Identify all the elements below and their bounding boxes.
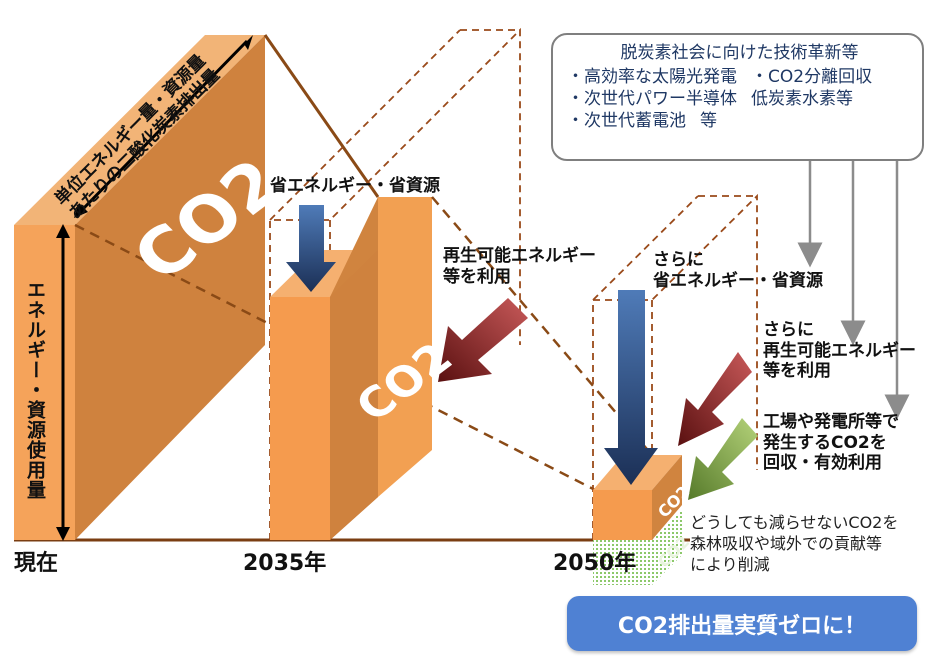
label-2035: 2035年 bbox=[243, 551, 327, 576]
tech-item: ・CO2分離回収 bbox=[751, 67, 873, 88]
note-line: 森林吸収や域外での貢献等 bbox=[690, 533, 883, 553]
current-box bbox=[14, 35, 265, 540]
net-zero-banner: CO2排出量実質ゼロに！ bbox=[567, 596, 917, 651]
callout-line: 回収・有効利用 bbox=[763, 453, 882, 474]
callout-line: さらに bbox=[653, 250, 704, 270]
callout-line: 等を利用 bbox=[443, 266, 511, 287]
callout-energy-saving-2050: さらに 省エネルギー・省資源 bbox=[653, 250, 823, 291]
red-arrow-2050 bbox=[678, 352, 752, 446]
box-2035 bbox=[269, 27, 521, 540]
callout-renewable-2050: さらに 再生可能エネルギー 等を利用 bbox=[763, 320, 916, 382]
callout-line: 工場や発電所等で bbox=[763, 412, 899, 432]
callout-line: 発生するCO2を bbox=[763, 432, 887, 453]
tech-item: ・高効率な太陽光発電 bbox=[567, 67, 737, 88]
blue-arrow-2050 bbox=[604, 290, 658, 485]
tech-row: ・次世代パワー半導体低炭素水素等 bbox=[567, 88, 912, 110]
vertical-axis-label: エネルギー・資源使用量 bbox=[24, 280, 46, 500]
callout-line: 等を利用 bbox=[763, 361, 831, 382]
tech-item: ・次世代パワー半導体 bbox=[567, 89, 737, 110]
green-arrow-2050 bbox=[688, 418, 758, 500]
tech-item: ・次世代蓄電池 bbox=[567, 111, 686, 132]
label-2050: 2050年 bbox=[553, 551, 637, 576]
callout-energy-saving-2035: 省エネルギー・省資源 bbox=[270, 176, 440, 196]
tech-row: ・高効率な太陽光発電・CO2分離回収 bbox=[567, 66, 912, 88]
tech-item: 等 bbox=[700, 111, 717, 132]
tech-row: ・次世代蓄電池等 bbox=[567, 110, 912, 132]
callout-line: さらに bbox=[763, 320, 814, 340]
tech-innovation-box: 脱炭素社会に向けた技術革新等 ・高効率な太陽光発電・CO2分離回収 ・次世代パワ… bbox=[551, 33, 924, 161]
red-arrow-2035 bbox=[438, 298, 528, 382]
note-line: により削減 bbox=[690, 554, 770, 574]
blue-arrow-2035 bbox=[286, 205, 336, 292]
callout-line: 再生可能エネルギー bbox=[763, 340, 916, 361]
callout-capture-2050: 工場や発電所等で 発生するCO2を 回収・有効利用 bbox=[763, 412, 899, 474]
callout-line: 省エネルギー・省資源 bbox=[653, 270, 823, 291]
callout-renewable-2035: 再生可能エネルギー 等を利用 bbox=[443, 246, 596, 287]
tech-item: 低炭素水素等 bbox=[751, 89, 853, 110]
callout-line: 再生可能エネルギー bbox=[443, 246, 596, 266]
tech-box-title: 脱炭素社会に向けた技術革新等 bbox=[620, 43, 859, 63]
offset-note: どうしても減らせないCO2を 森林吸収や域外での貢献等 により削減 bbox=[690, 513, 898, 575]
label-current: 現在 bbox=[14, 551, 59, 576]
note-line: どうしても減らせないCO2を bbox=[690, 513, 899, 532]
